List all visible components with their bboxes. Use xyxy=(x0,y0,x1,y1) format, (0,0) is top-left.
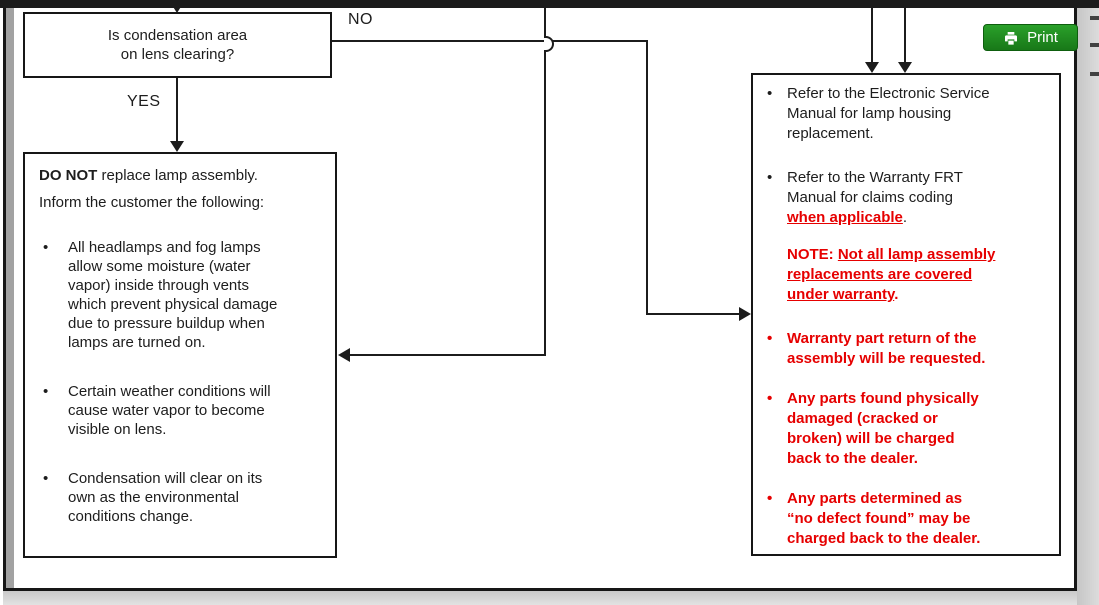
bullet-icon: • xyxy=(767,390,773,407)
viewer-gutter-bottom xyxy=(3,591,1099,605)
period: . xyxy=(902,209,908,226)
return-connector-upper xyxy=(544,8,546,36)
page-frame-right xyxy=(1074,8,1077,591)
yes-label: YES xyxy=(127,93,161,110)
incoming-connector-1 xyxy=(871,8,873,63)
incoming-arrowhead-2 xyxy=(898,62,912,73)
no-arrowhead xyxy=(739,307,751,321)
incoming-connector-2 xyxy=(904,8,906,63)
bullet-icon: • xyxy=(43,383,49,400)
when-applicable-text: when applicable xyxy=(787,209,903,226)
list-item: • All headlamps and fog lamps allow some… xyxy=(39,238,329,352)
bullet-text: Refer to the Warranty FRT Manual for cla… xyxy=(787,168,963,228)
note-underlined-1: Not all lamp assembly xyxy=(837,246,996,263)
bullet-text: All headlamps and fog lamps allow some m… xyxy=(68,239,278,351)
no-connector-line-vertical xyxy=(646,40,648,315)
bullet-icon: • xyxy=(767,330,773,347)
left-box-bullets: • All headlamps and fog lamps allow some… xyxy=(39,238,329,526)
heading-rest: replace lamp assembly. xyxy=(97,167,258,184)
printer-icon xyxy=(1003,30,1019,46)
bullet-icon: • xyxy=(43,470,49,487)
bullet-text: Refer to the Electronic Service Manual f… xyxy=(787,85,990,142)
bullet-text: Warranty part return of the assembly wil… xyxy=(787,330,986,367)
yes-connector-line xyxy=(176,78,178,142)
no-connector-line-horizontal xyxy=(331,40,648,42)
note-period: . xyxy=(894,286,899,303)
bullet2-last-line: when applicable. xyxy=(787,208,963,228)
do-not-replace-box: DO NOT replace lamp assembly. Inform the… xyxy=(23,152,337,558)
return-connector-vertical xyxy=(544,52,546,356)
list-item: • Certain weather conditions will cause … xyxy=(39,382,329,439)
list-item: • Any parts found physically damaged (cr… xyxy=(761,389,1055,469)
edge-mark xyxy=(1090,72,1099,76)
list-item: • Any parts determined as “no defect fou… xyxy=(761,489,1055,549)
yes-arrowhead xyxy=(170,141,184,152)
bullet-text: Any parts determined as “no defect found… xyxy=(787,490,981,547)
page-frame-left xyxy=(3,8,6,591)
page-left-shading xyxy=(6,8,14,588)
return-arrowhead-into-left-box xyxy=(338,348,350,362)
warranty-note: NOTE: Not all lamp assembly replacements… xyxy=(787,245,1055,305)
page-frame-bottom xyxy=(3,588,1077,591)
replacement-warranty-box: • Refer to the Electronic Service Manual… xyxy=(751,73,1061,556)
print-button[interactable]: Print xyxy=(983,24,1078,51)
left-box-intro: Inform the customer the following: xyxy=(39,194,265,211)
bullet-icon: • xyxy=(767,85,773,102)
no-label: NO xyxy=(348,11,373,28)
left-box-heading: DO NOT replace lamp assembly. xyxy=(39,166,329,185)
note-line-1: NOTE: Not all lamp assembly xyxy=(787,245,1055,265)
note-underlined-2: replacements are covered xyxy=(787,266,973,283)
list-item: • Warranty part return of the assembly w… xyxy=(761,329,1055,369)
bullet-text: Certain weather conditions will cause wa… xyxy=(68,383,271,438)
do-not-bold: DO NOT xyxy=(39,167,98,184)
bullet-icon: • xyxy=(767,169,773,186)
print-button-label: Print xyxy=(1027,29,1058,46)
viewer-gutter-right xyxy=(1077,8,1099,605)
bullet-text: Condensation will clear on its own as th… xyxy=(68,470,263,525)
incoming-arrowhead-1 xyxy=(865,62,879,73)
line-crossing-hop xyxy=(544,36,554,52)
edge-mark xyxy=(1090,16,1099,20)
bullet-text: Any parts found physically damaged (crac… xyxy=(787,390,979,467)
bullet-icon: • xyxy=(43,239,49,256)
note-underlined-3: under warranty xyxy=(787,286,895,303)
no-connector-line-into-right-box xyxy=(646,313,739,315)
note-label: NOTE: xyxy=(787,246,838,263)
top-toolbar-edge xyxy=(0,0,1099,8)
list-item: • Condensation will clear on its own as … xyxy=(39,469,329,526)
edge-mark xyxy=(1090,43,1099,47)
list-item: • Refer to the Warranty FRT Manual for c… xyxy=(761,168,1055,228)
question-box: Is condensation area on lens clearing? xyxy=(23,12,332,78)
note-line-3: under warranty. xyxy=(787,285,1055,305)
return-connector-horizontal xyxy=(350,354,546,356)
question-text: Is condensation area on lens clearing? xyxy=(107,27,248,63)
list-item: • Refer to the Electronic Service Manual… xyxy=(761,84,1055,144)
bullet2-plain-lines: Refer to the Warranty FRT Manual for cla… xyxy=(787,169,963,206)
bullet-icon: • xyxy=(767,490,773,507)
